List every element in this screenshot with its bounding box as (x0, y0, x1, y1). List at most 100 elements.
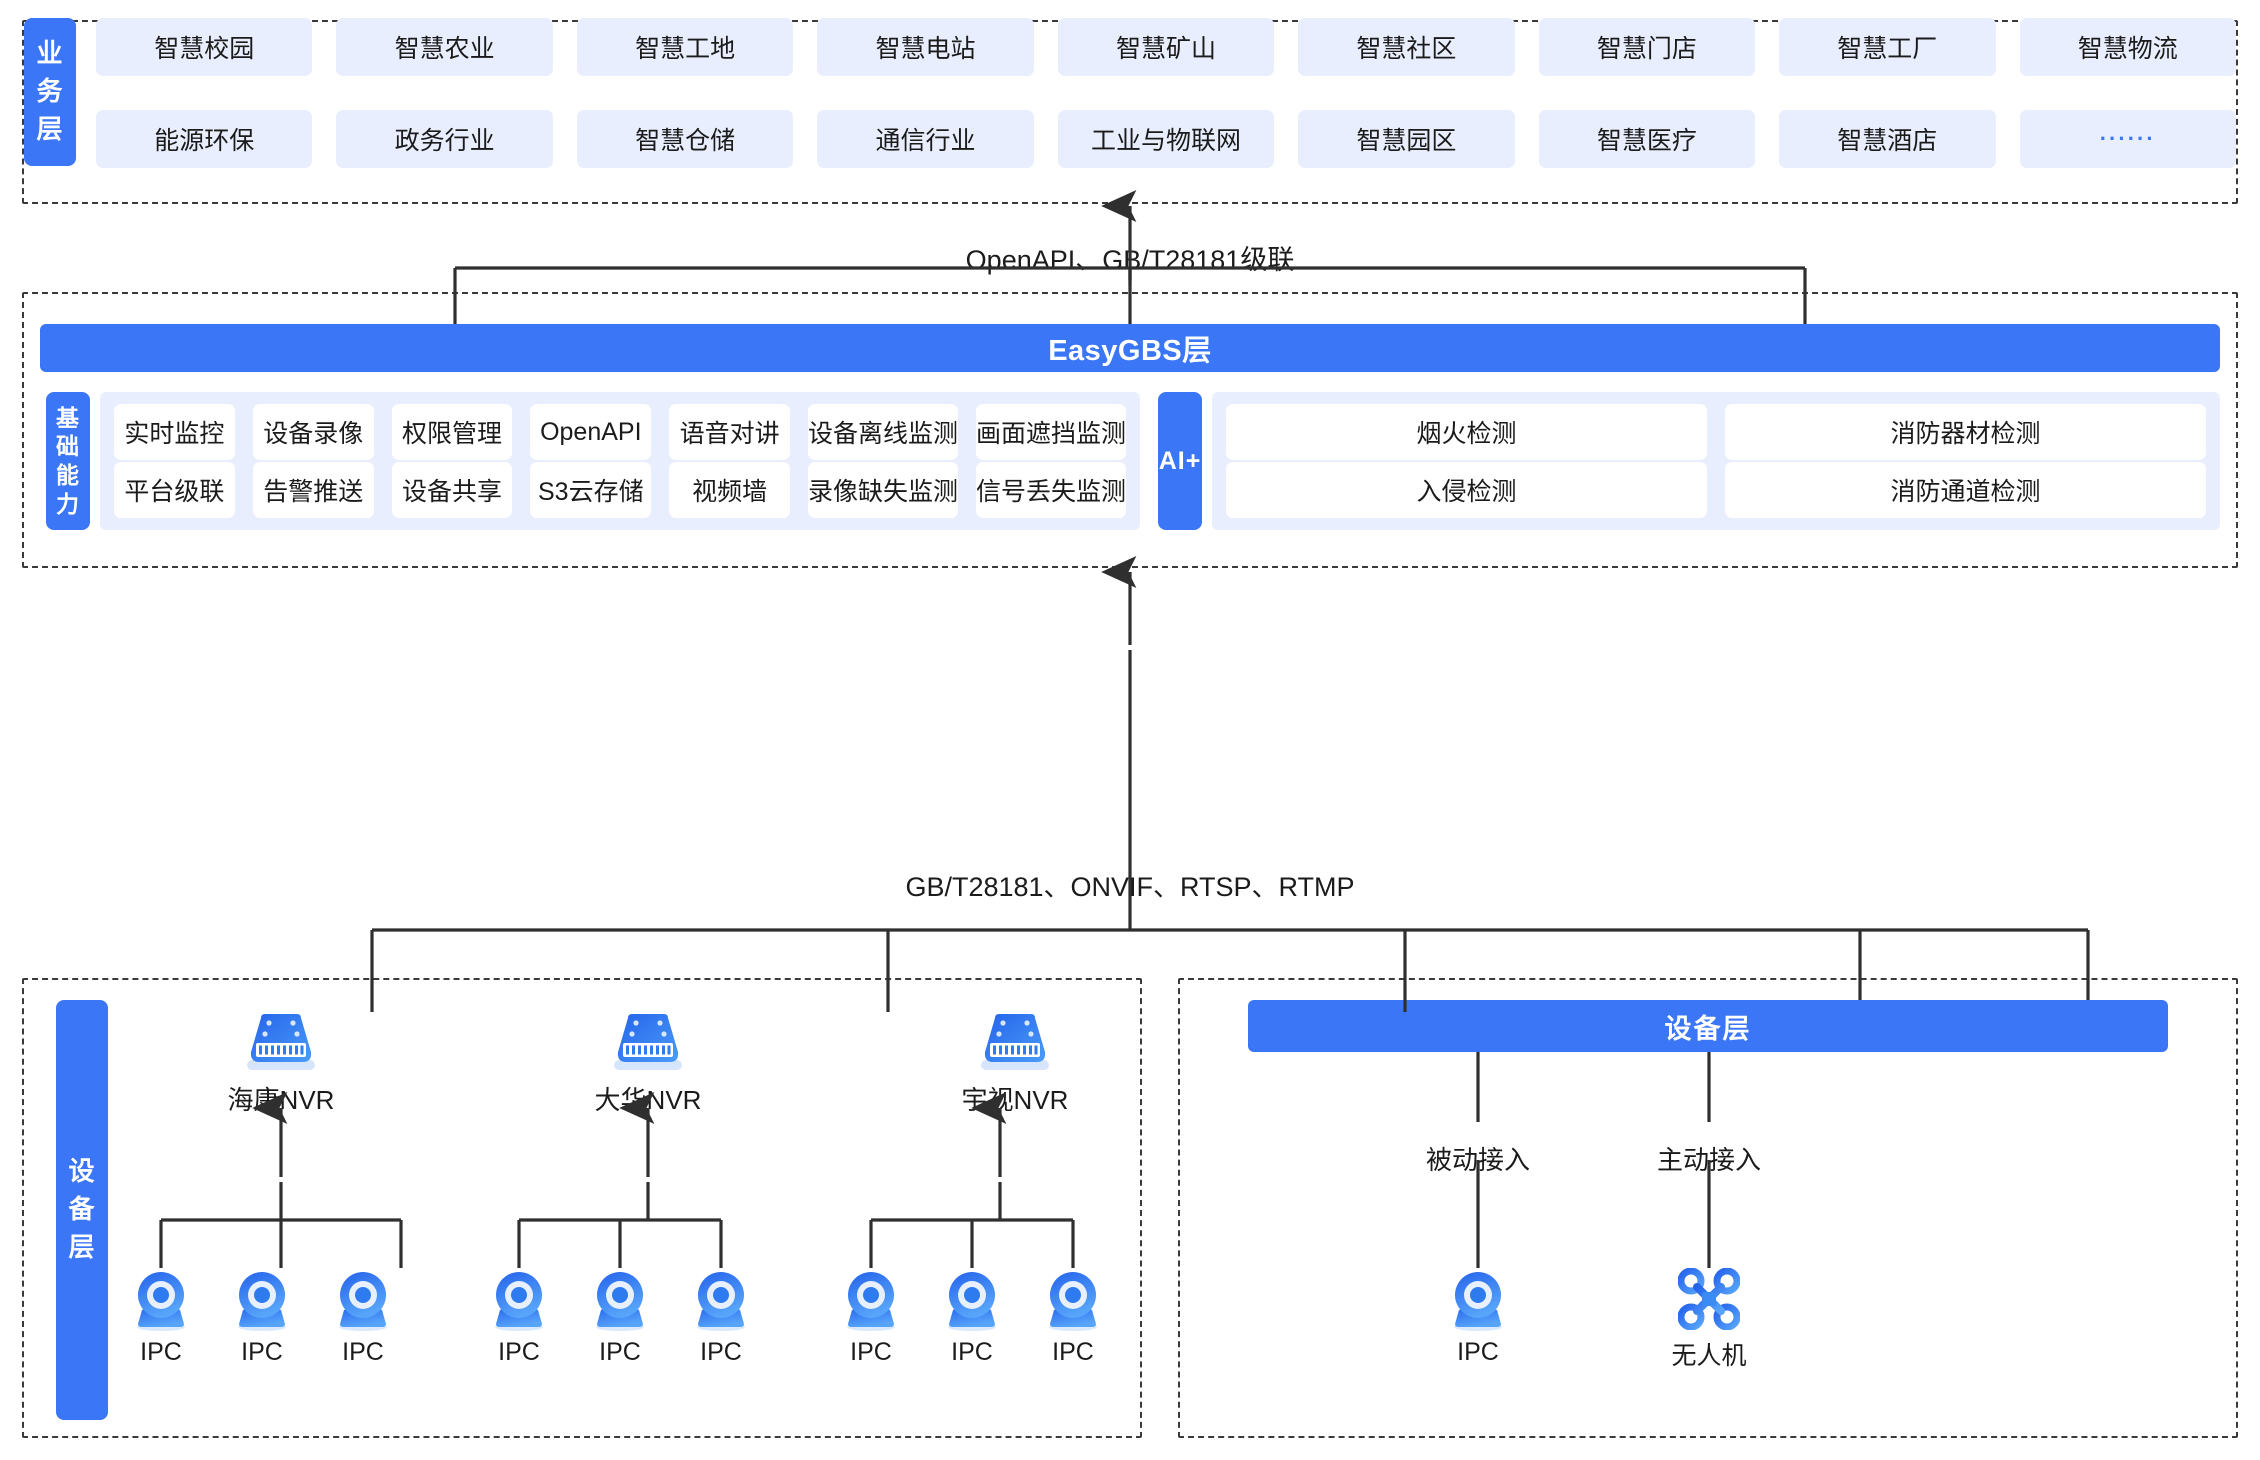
business-tile[interactable]: 智慧门店 (1538, 18, 1756, 76)
business-tile[interactable]: 智慧农业 (336, 18, 553, 76)
ipc-node[interactable]: IPC (1042, 1268, 1104, 1367)
ipc-label: IPC (599, 1338, 641, 1366)
business-tile[interactable]: 智慧物流 (2019, 18, 2236, 76)
ipc-camera-icon (697, 1272, 745, 1331)
base-tab-char-2: 础 (56, 433, 80, 460)
business-tiles-grid: 智慧校园 智慧农业 智慧工地 智慧电站 智慧矿山 智慧社区 智慧门店 智慧工厂 … (96, 18, 2236, 168)
ipc-node[interactable]: IPC (941, 1268, 1003, 1367)
capability-tile[interactable]: OpenAPI (530, 404, 652, 460)
ipc-label: IPC (342, 1338, 384, 1366)
ai-capability-tile[interactable]: 入侵检测 (1226, 462, 1707, 518)
drone-icon (1678, 1268, 1740, 1330)
ai-plus-tab: AI+ (1158, 392, 1202, 530)
ipc-camera-icon (495, 1272, 543, 1331)
ai-capability-row-2: 入侵检测 消防通道检测 (1226, 462, 2206, 518)
base-capability-row-1: 实时监控 设备录像 权限管理 OpenAPI 语音对讲 设备离线监测 画面遮挡监… (114, 404, 1127, 460)
capability-tile[interactable]: 视频墙 (669, 462, 790, 518)
ipc-label: IPC (140, 1338, 182, 1366)
business-tile[interactable]: 智慧矿山 (1057, 18, 1275, 76)
ai-capability-panel: 烟火检测 消防器材检测 入侵检测 消防通道检测 (1212, 392, 2220, 530)
nvr-label: 海康NVR (227, 1085, 335, 1115)
business-tab-char-1: 业 (36, 38, 64, 69)
nvr-node-dahua[interactable]: 大华NVR (583, 1012, 713, 1117)
nvr-icon (247, 1014, 315, 1070)
business-tile[interactable]: 通信行业 (817, 110, 1034, 168)
business-tile[interactable]: 工业与物联网 (1057, 110, 1275, 168)
device-tab-char-1: 设 (68, 1156, 96, 1187)
ipc-node[interactable]: IPC (589, 1268, 651, 1367)
ipc-node[interactable]: IPC (488, 1268, 550, 1367)
nvr-icon (981, 1014, 1049, 1070)
ai-capability-tile[interactable]: 消防通道检测 (1725, 462, 2206, 518)
ipc-camera-icon (1049, 1272, 1097, 1331)
nvr-icon (614, 1014, 682, 1070)
ipc-label: IPC (1457, 1338, 1499, 1366)
ipc-label: IPC (241, 1338, 283, 1366)
business-tile[interactable]: 能源环保 (96, 110, 313, 168)
capability-tile[interactable]: 录像缺失监测 (807, 462, 958, 518)
capability-tile[interactable]: 画面遮挡监测 (976, 404, 1127, 460)
ipc-label: IPC (700, 1338, 742, 1366)
device-layer-tab: 设 备 层 (56, 1000, 108, 1420)
business-tile[interactable]: 智慧电站 (817, 18, 1034, 76)
base-capability-row-2: 平台级联 告警推送 设备共享 S3云存储 视频墙 录像缺失监测 信号丢失监测 (114, 462, 1127, 518)
base-tab-char-3: 能 (56, 462, 80, 488)
ipc-camera-icon (339, 1272, 387, 1331)
business-tile[interactable]: 智慧仓储 (576, 110, 794, 168)
base-tab-char-1: 基 (56, 404, 80, 431)
ipc-camera-icon (238, 1272, 286, 1331)
business-tile[interactable]: 智慧工厂 (1779, 18, 1996, 76)
ipc-label: IPC (951, 1338, 993, 1366)
business-tile[interactable]: 智慧园区 (1298, 110, 1515, 168)
ai-capability-tile[interactable]: 消防器材检测 (1725, 404, 2206, 460)
business-tile-more[interactable]: ······ (2019, 110, 2236, 168)
business-tile[interactable]: 智慧酒店 (1779, 110, 1996, 168)
business-tile[interactable]: 智慧社区 (1298, 18, 1515, 76)
ipc-node[interactable]: IPC (130, 1268, 192, 1367)
capability-tile[interactable]: 平台级联 (114, 462, 235, 518)
business-tile[interactable]: 智慧工地 (576, 18, 794, 76)
business-row-1: 智慧校园 智慧农业 智慧工地 智慧电站 智慧矿山 智慧社区 智慧门店 智慧工厂 … (96, 18, 2236, 76)
business-tile[interactable]: 智慧校园 (96, 18, 313, 76)
capability-tile[interactable]: S3云存储 (530, 462, 652, 518)
ipc-node[interactable]: IPC (690, 1268, 752, 1367)
capability-tile[interactable]: 实时监控 (114, 404, 235, 460)
nvr-label: 大华NVR (594, 1085, 702, 1115)
capability-tile[interactable]: 语音对讲 (669, 404, 790, 460)
device-layer-left-container (22, 978, 1142, 1438)
nvr-node-uniview[interactable]: 宇视NVR (950, 1012, 1080, 1117)
ipc-node[interactable]: IPC (231, 1268, 293, 1367)
ipc-camera-icon (847, 1272, 895, 1331)
ipc-camera-icon (948, 1272, 996, 1331)
access-label-passive: 被动接入 (1425, 1145, 1531, 1175)
ai-capability-tile[interactable]: 烟火检测 (1226, 404, 1707, 460)
ipc-node-passive[interactable]: IPC (1447, 1268, 1509, 1367)
drone-node-active[interactable]: 无人机 (1672, 1268, 1747, 1372)
drone-label: 无人机 (1671, 1342, 1747, 1370)
ipc-node[interactable]: IPC (332, 1268, 394, 1367)
capability-tile[interactable]: 设备共享 (391, 462, 513, 518)
business-tile[interactable]: 政务行业 (336, 110, 553, 168)
capability-tile[interactable]: 权限管理 (391, 404, 513, 460)
device-tab-char-2: 备 (68, 1194, 96, 1225)
ai-capability-row-1: 烟火检测 消防器材检测 (1226, 404, 2206, 460)
ipc-node[interactable]: IPC (840, 1268, 902, 1367)
nvr-node-hikvision[interactable]: 海康NVR (216, 1012, 346, 1117)
business-tab-char-2: 务 (36, 76, 64, 107)
business-tile[interactable]: 智慧医疗 (1538, 110, 1756, 168)
capability-tile[interactable]: 设备录像 (252, 404, 374, 460)
ipc-camera-icon (596, 1272, 644, 1331)
base-capability-panel: 实时监控 设备录像 权限管理 OpenAPI 语音对讲 设备离线监测 画面遮挡监… (100, 392, 1140, 530)
business-row-2: 能源环保 政务行业 智慧仓储 通信行业 工业与物联网 智慧园区 智慧医疗 智慧酒… (96, 110, 2236, 168)
ipc-camera-icon (1454, 1272, 1502, 1331)
ipc-label: IPC (1052, 1338, 1094, 1366)
business-tab-char-3: 层 (36, 113, 64, 144)
business-layer-tab: 业 务 层 (24, 18, 76, 166)
capability-tile[interactable]: 告警推送 (252, 462, 374, 518)
ipc-label: IPC (850, 1338, 892, 1366)
base-tab-char-4: 力 (56, 490, 80, 517)
capability-tile[interactable]: 设备离线监测 (807, 404, 958, 460)
ipc-camera-icon (137, 1272, 185, 1331)
ipc-label: IPC (498, 1338, 540, 1366)
capability-tile[interactable]: 信号丢失监测 (976, 462, 1127, 518)
